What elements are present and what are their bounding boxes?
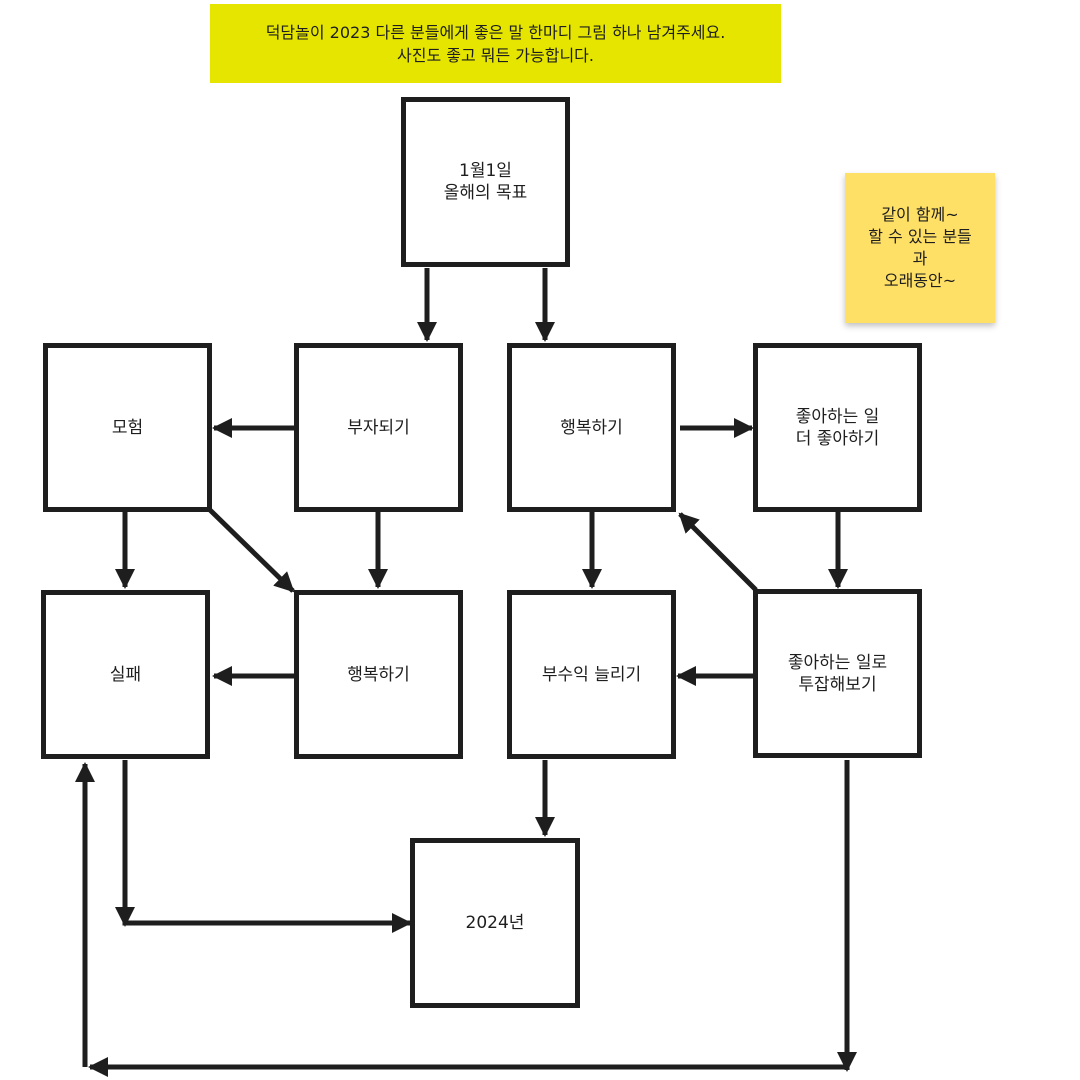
banner-line-2: 사진도 좋고 뭐든 가능합니다. (397, 45, 594, 65)
node-year-2024-label: 2024년 (465, 913, 525, 933)
node-goal[interactable]: 1월1일 올해의 목표 (401, 97, 570, 267)
node-adventure[interactable]: 모험 (43, 343, 212, 512)
instruction-banner: 덕담놀이 2023 다른 분들에게 좋은 말 한마디 그림 하나 남겨주세요. … (210, 4, 781, 83)
node-adventure-label: 모험 (111, 417, 144, 438)
arrow-fail-to-2024 (122, 760, 412, 933)
node-invest-line-1: 좋아하는 일로 (787, 652, 888, 673)
node-rich-label: 부자되기 (347, 417, 410, 438)
node-side-income[interactable]: 부수익 늘리기 (507, 590, 676, 759)
node-goal-line-2: 올해의 목표 (443, 183, 528, 203)
node-fail-label: 실패 (109, 664, 142, 685)
node-fail[interactable]: 실패 (41, 590, 210, 759)
node-goal-line-1: 1월1일 (459, 161, 512, 181)
node-happy-mid[interactable]: 행복하기 (294, 590, 463, 759)
node-side-income-label: 부수익 늘리기 (541, 664, 642, 685)
sticky-note[interactable]: 같이 함께~ 할 수 있는 분들 과 오래동안~ (845, 173, 995, 323)
sticky-line-4: 오래동안~ (883, 271, 957, 290)
sticky-line-1: 같이 함께~ (881, 205, 959, 224)
node-year-2024[interactable]: 2024년 (410, 838, 580, 1008)
sticky-line-3: 과 (912, 249, 928, 268)
node-happy-top[interactable]: 행복하기 (507, 343, 676, 512)
node-invest-line-2: 투잡해보기 (798, 674, 877, 695)
node-happy-mid-label: 행복하기 (347, 664, 410, 685)
banner-line-1: 덕담놀이 2023 다른 분들에게 좋은 말 한마디 그림 하나 남겨주세요. (265, 22, 726, 42)
node-love-work-line-1: 좋아하는 일 (795, 406, 880, 427)
sticky-line-2: 할 수 있는 분들 (868, 227, 972, 246)
node-love-work-line-2: 더 좋아하기 (795, 428, 880, 449)
node-love-work[interactable]: 좋아하는 일 더 좋아하기 (753, 343, 922, 512)
arrow-invest-to-happy (678, 512, 758, 592)
node-happy-top-label: 행복하기 (560, 417, 623, 438)
arrow-adventure-to-happy-mid (208, 508, 295, 593)
node-rich[interactable]: 부자되기 (294, 343, 463, 512)
node-invest[interactable]: 좋아하는 일로 투잡해보기 (753, 589, 922, 758)
